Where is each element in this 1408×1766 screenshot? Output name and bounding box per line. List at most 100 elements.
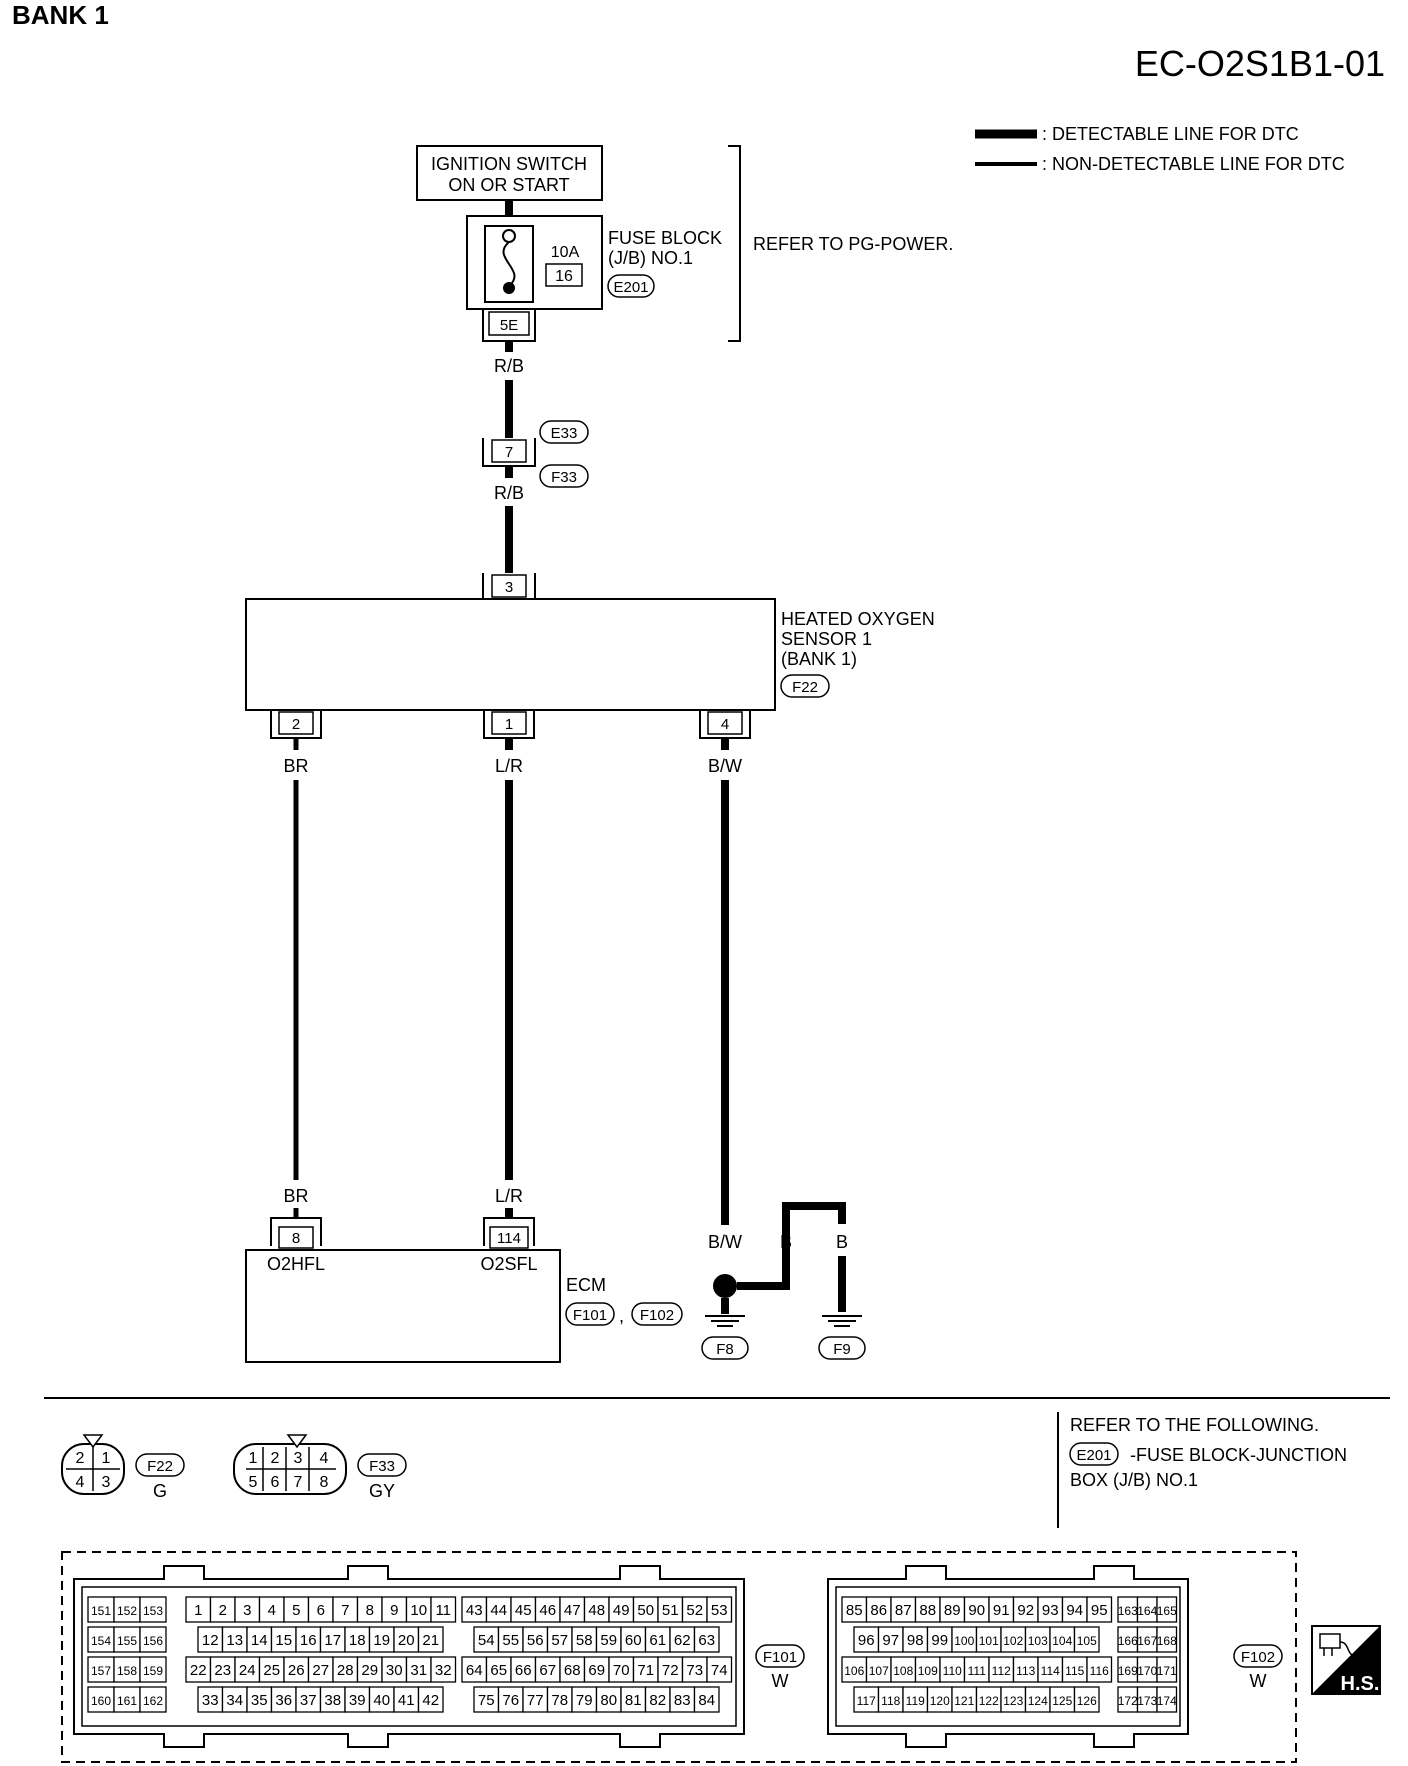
ecm-pin-cell: 15 [270,1626,297,1653]
ecm-pin-cell: 116 [1086,1656,1113,1683]
svg-text:100: 100 [954,1634,974,1648]
ecm-pin-cell: 84 [693,1686,720,1713]
ecm-pin-cell: 118 [877,1686,904,1713]
svg-text:2: 2 [219,1602,227,1619]
ecm-pin-cell: 37 [295,1686,322,1713]
svg-text:29: 29 [361,1662,378,1679]
ecm-pin-cell: 67 [534,1656,561,1683]
svg-text:116: 116 [1090,1664,1109,1678]
ecm-pin-cell: 32 [430,1656,457,1683]
ecm-pin-cell: 159 [139,1656,167,1683]
svg-text:79: 79 [576,1692,593,1709]
ecm-pin-cell: 158 [113,1656,141,1683]
legend-non-detectable: : NON-DETECTABLE LINE FOR DTC [1042,154,1345,174]
ecm-pin-cell: 7 [332,1596,359,1623]
svg-text:26: 26 [288,1662,305,1679]
ecm-pin-cell: 91 [988,1596,1015,1623]
ecm-pin-cell: 47 [559,1596,586,1623]
svg-text:39: 39 [349,1692,366,1709]
svg-text:W: W [1250,1671,1267,1691]
refer-following-line3: BOX (J/B) NO.1 [1070,1470,1198,1490]
ecm-pin-cell: 30 [381,1656,408,1683]
svg-text:173: 173 [1137,1694,1157,1708]
svg-text:46: 46 [539,1602,556,1619]
ecm-pin-cell: 18 [344,1626,371,1653]
ecm-pin-cell: 46 [534,1596,561,1623]
svg-text:105: 105 [1077,1634,1097,1648]
ecm-pin-cell: 101 [975,1626,1002,1653]
svg-text:151: 151 [91,1604,111,1618]
svg-text:172: 172 [1118,1694,1138,1708]
svg-text:91: 91 [993,1602,1010,1619]
svg-text:64: 64 [466,1662,483,1679]
ecm-pin-cell: 86 [865,1596,892,1623]
svg-text:113: 113 [1016,1664,1035,1678]
sensor-pin-1: 1 [483,710,535,739]
svg-text:F33: F33 [369,1458,395,1475]
ecm-pin-cell: 64 [461,1656,488,1683]
wire-b-jumper [737,1202,846,1290]
ecm-pin-cell: 48 [583,1596,610,1623]
ecm-pin-cell: 160 [87,1686,115,1713]
ecm-pin-cell: 122 [975,1686,1002,1713]
ecm-pin-cell: 23 [209,1656,236,1683]
ecm-pin-cell: 95 [1086,1596,1113,1623]
svg-text:W: W [772,1671,789,1691]
sensor-line1: HEATED OXYGEN [781,609,935,629]
ecm-pin-cell: 68 [559,1656,586,1683]
svg-text:169: 169 [1118,1664,1138,1678]
ecm-pin-cell: 11 [430,1596,457,1623]
ecm-terminal-o2hfl: O2HFL [267,1254,325,1274]
fuse-label1: FUSE BLOCK [608,228,722,248]
svg-text:49: 49 [613,1602,630,1619]
ecm-pin-cell: 9 [381,1596,408,1623]
hs-badge: H.S. [1311,1625,1381,1695]
ecm-pin-cell: 163 [1117,1596,1139,1623]
svg-text:101: 101 [979,1634,999,1648]
ecm-pin-cell: 74 [706,1656,733,1683]
svg-text:43: 43 [466,1602,483,1619]
svg-text:30: 30 [386,1662,403,1679]
ecm-pin-cell: 33 [197,1686,224,1713]
svg-text:112: 112 [992,1664,1011,1678]
connector-tag-f102: F102 [631,1302,683,1326]
svg-text:111: 111 [968,1664,987,1678]
svg-text:118: 118 [881,1694,900,1708]
svg-text:115: 115 [1065,1664,1084,1678]
ecm-pin-cell: 169 [1117,1656,1139,1683]
svg-text:164: 164 [1137,1604,1157,1618]
svg-text:33: 33 [202,1692,219,1709]
svg-text:19: 19 [373,1632,390,1649]
ecm-pin-cell: 49 [608,1596,635,1623]
svg-text:85: 85 [846,1602,863,1619]
svg-text:F102: F102 [1241,1649,1275,1666]
svg-text:4: 4 [721,716,729,733]
ecm-pin-cell: 155 [113,1626,141,1653]
svg-text:61: 61 [649,1632,666,1649]
svg-text:102: 102 [1003,1634,1023,1648]
ecm-pin-cell: 112 [988,1656,1015,1683]
ecm-pin-cell: 113 [1012,1656,1039,1683]
ecm-pin-cell: 76 [497,1686,524,1713]
svg-text:62: 62 [674,1632,691,1649]
svg-text:122: 122 [979,1694,999,1708]
ecm-pin-cell: 164 [1136,1596,1158,1623]
ecm-pin-cell: 24 [234,1656,261,1683]
ecm-pin-cell: 154 [87,1626,115,1653]
ecm-pin-cell: 123 [1000,1686,1027,1713]
svg-text:121: 121 [954,1694,974,1708]
ecm-pin-cell: 62 [669,1626,696,1653]
ground-splice [713,1274,737,1298]
ecm-pin-cell: 103 [1024,1626,1051,1653]
ecm-pin-cell: 72 [657,1656,684,1683]
svg-text:G: G [153,1481,167,1501]
ignition-switch: IGNITION SWITCH ON OR START [416,145,603,201]
sensor-pin-2: 2 [270,710,322,739]
svg-text:86: 86 [870,1602,887,1619]
ecm-pin-cell: 27 [307,1656,334,1683]
svg-text:21: 21 [422,1632,439,1649]
ecm-pin-cell: 2 [209,1596,236,1623]
ecm-pin-cell: 3 [234,1596,261,1623]
svg-text:54: 54 [478,1632,495,1649]
